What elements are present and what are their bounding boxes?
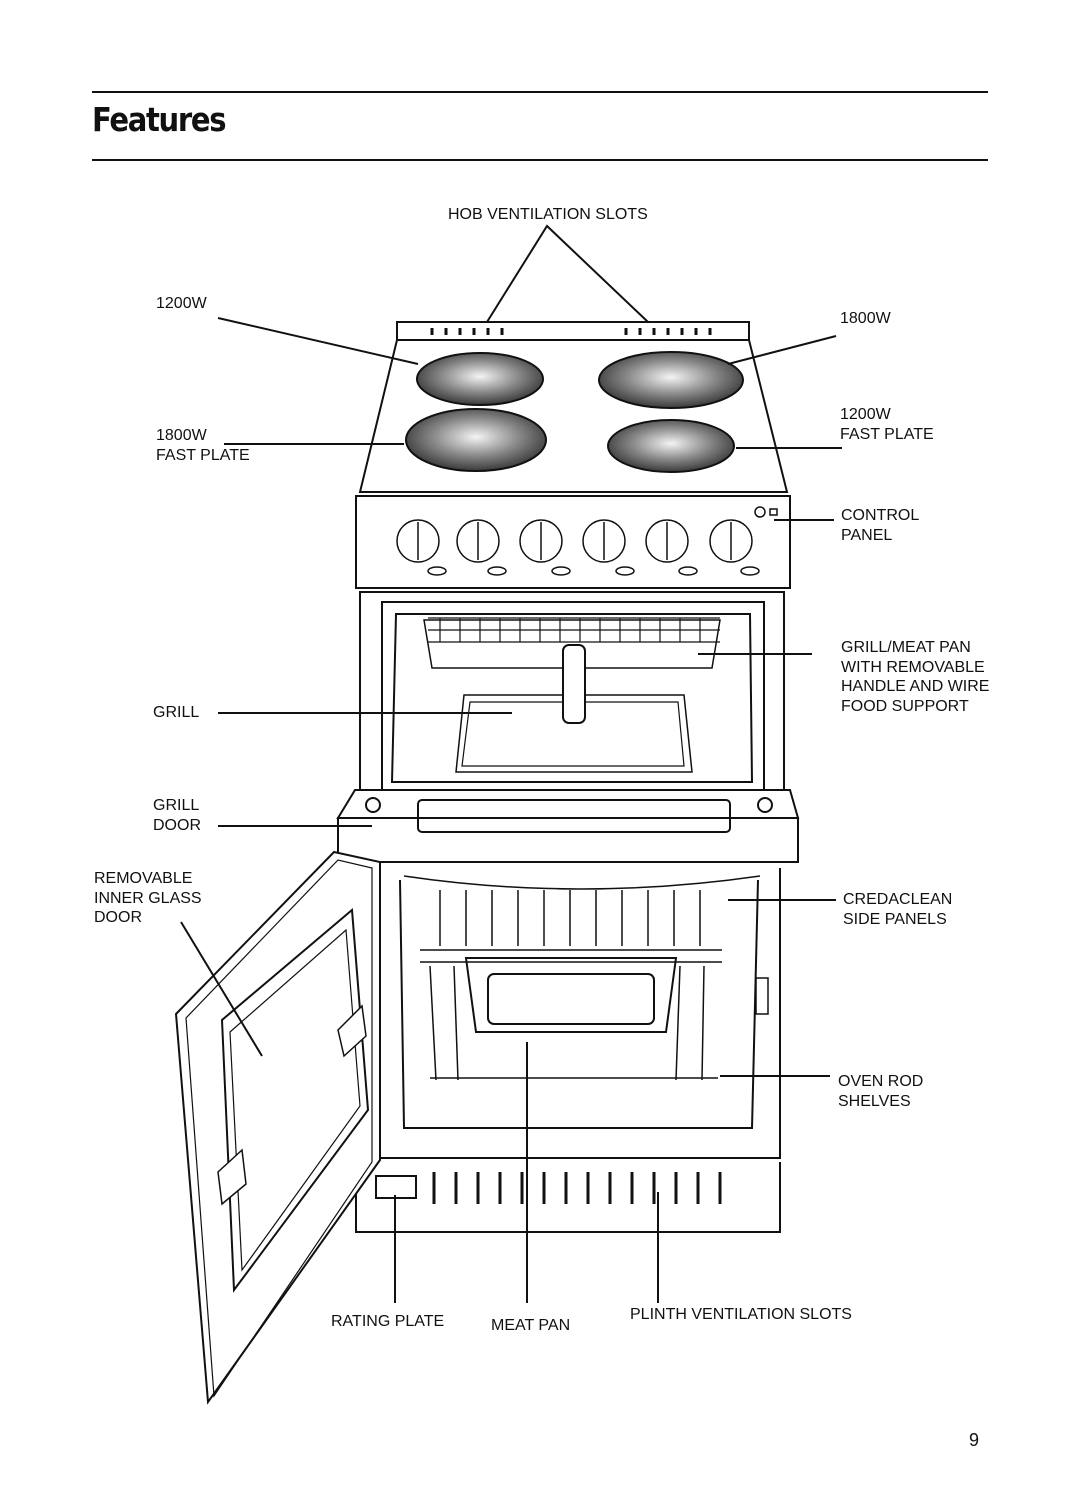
hob-body [358, 321, 789, 493]
rating-plate [375, 1175, 417, 1199]
label-rating-plate: RATING PLATE [331, 1313, 445, 1330]
leader-lines [180, 224, 842, 1303]
main-oven [379, 868, 781, 1159]
page-title: Features [92, 100, 227, 139]
hotplate-rear-right [598, 351, 744, 409]
plinth-ventilation-slots [432, 1172, 722, 1204]
hob-ventilation-slots [430, 328, 712, 335]
oven-door-open [174, 850, 381, 1405]
hotplate-front-right [607, 419, 735, 473]
hotplate-rear-left [416, 352, 544, 406]
plinth [355, 1162, 781, 1233]
label-hob-ventilation-slots: HOB VENTILATION SLOTS [448, 206, 648, 223]
grill-door [336, 789, 800, 863]
hotplate-front-left [405, 408, 547, 472]
title-underline [92, 159, 988, 161]
label-meat-pan: MEAT PAN [491, 1317, 571, 1334]
label-rear-left-plate: 1200W [156, 295, 207, 312]
page-number: 9 [969, 1430, 980, 1450]
label-grill: GRILL [153, 704, 200, 721]
control-panel [355, 495, 791, 589]
label-plinth-ventilation-slots: PLINTH VENTILATION SLOTS [630, 1306, 852, 1323]
top-rule [92, 91, 988, 93]
label-rear-right-plate: 1800W [840, 310, 891, 327]
